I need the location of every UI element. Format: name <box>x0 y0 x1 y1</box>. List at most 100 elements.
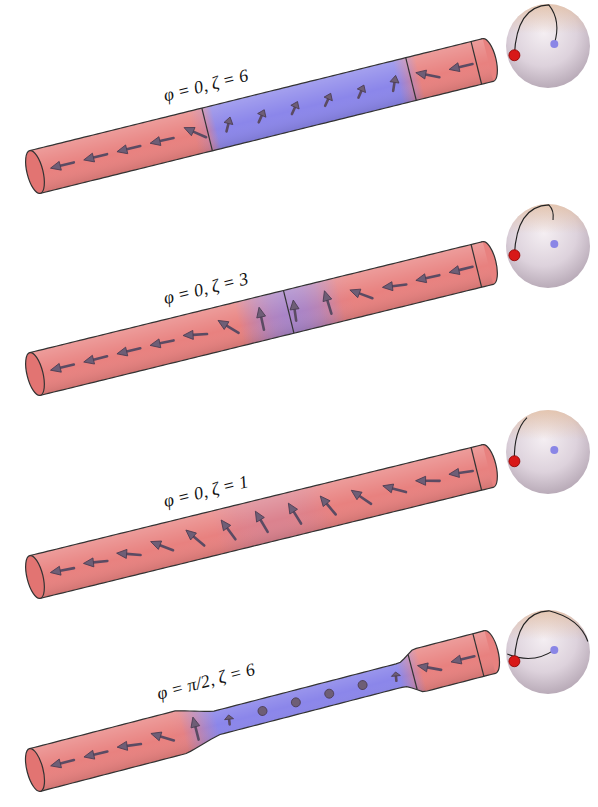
spin-arrow <box>50 756 75 771</box>
blue-point <box>550 40 558 48</box>
spin-shaft <box>427 664 441 673</box>
spin-head <box>182 330 194 341</box>
sphere-tint <box>506 610 590 694</box>
sphere-tint <box>506 4 590 88</box>
spin-arrow <box>357 680 368 691</box>
spin-shaft <box>392 486 406 496</box>
spin-shaft <box>225 123 230 131</box>
spin-shaft <box>127 742 141 747</box>
spin-shaft <box>193 129 206 140</box>
spin-head <box>415 476 428 487</box>
blue-point <box>550 646 558 654</box>
sphere-body <box>506 410 590 494</box>
spin-shaft <box>227 527 235 541</box>
spin-shaft <box>127 348 141 351</box>
spin-arrow <box>151 728 174 745</box>
spin-arrow <box>149 336 174 350</box>
spin-arrow <box>116 547 140 561</box>
spin-cone <box>290 697 301 708</box>
blue-point <box>550 446 558 454</box>
sphere-path <box>514 611 588 661</box>
spin-shaft <box>195 727 198 740</box>
spin-head <box>418 663 431 674</box>
tube-front-face <box>22 747 49 794</box>
spin-arrow <box>116 142 141 156</box>
spin-head <box>116 549 129 560</box>
spin-head <box>391 671 401 678</box>
spin-arrow <box>389 75 401 91</box>
spin-shaft <box>294 511 301 525</box>
magnetic-tube <box>22 443 501 601</box>
spin-shaft <box>359 291 372 301</box>
spin-head <box>50 759 62 770</box>
spin-arrow <box>256 110 267 123</box>
spin-head <box>83 153 95 164</box>
tube-shading <box>29 631 495 792</box>
spin-arrow <box>116 344 141 358</box>
spin-arrow <box>254 509 268 533</box>
sphere-body <box>506 4 590 88</box>
spin-arrow <box>448 59 473 73</box>
spin-arrow <box>49 563 74 577</box>
spin-head <box>415 274 427 285</box>
tube-shading <box>30 445 493 599</box>
spin-head <box>116 145 128 156</box>
spin-head <box>83 355 95 366</box>
spin-shaft <box>360 494 372 506</box>
spin-head <box>149 339 161 350</box>
spin-head <box>49 161 61 172</box>
spin-head <box>416 70 429 81</box>
spin-shaft <box>395 676 397 681</box>
spin-arrow <box>323 93 334 106</box>
spin-arrow <box>221 518 236 542</box>
spin-shaft <box>127 551 141 558</box>
spin-arrow <box>254 306 268 331</box>
spin-cone <box>357 680 368 691</box>
spin-shaft <box>391 82 396 91</box>
domain-wall-line <box>202 108 213 151</box>
magnetic-tube <box>22 37 501 196</box>
spin-arrow <box>83 555 108 569</box>
spin-shaft <box>459 64 473 68</box>
sphere-body <box>506 204 590 288</box>
spin-shaft <box>459 267 473 270</box>
spin-arrow <box>83 150 108 164</box>
spin-arrow <box>416 67 440 82</box>
sphere-tint <box>506 410 590 494</box>
spin-arrow <box>189 716 204 741</box>
tube-edge <box>30 445 483 556</box>
spin-arrow <box>49 360 74 374</box>
spin-arrow <box>149 133 174 147</box>
spin-shaft <box>160 733 173 743</box>
spin-shaft <box>194 535 205 548</box>
spin-head <box>189 716 200 728</box>
tube-edge <box>40 487 493 598</box>
spin-shaft <box>193 332 207 338</box>
spin-arrow <box>391 671 402 682</box>
tube-body <box>30 445 493 599</box>
spin-arrow <box>356 85 367 98</box>
spin-shaft <box>261 317 264 330</box>
tube-edge <box>38 664 495 792</box>
spin-head <box>221 518 232 531</box>
bloch-sphere <box>506 610 590 694</box>
tube-edge <box>30 39 483 151</box>
spin-arrow <box>288 299 302 321</box>
domain-wall-line <box>408 654 417 689</box>
spin-arrow <box>182 327 207 341</box>
spin-shaft <box>426 478 440 485</box>
spin-shaft <box>324 99 330 106</box>
spin-arrow <box>290 697 301 708</box>
spin-head <box>324 93 333 102</box>
red-point <box>509 250 520 261</box>
spin-head <box>321 290 332 302</box>
spin-head <box>49 363 61 374</box>
spin-shaft <box>93 154 107 157</box>
spin-arrow <box>186 527 204 549</box>
spin-arrow <box>383 481 406 497</box>
spin-arrow <box>218 316 239 337</box>
tube-body <box>29 631 495 792</box>
spin-arrow <box>83 352 108 366</box>
tube-edge <box>30 242 483 353</box>
